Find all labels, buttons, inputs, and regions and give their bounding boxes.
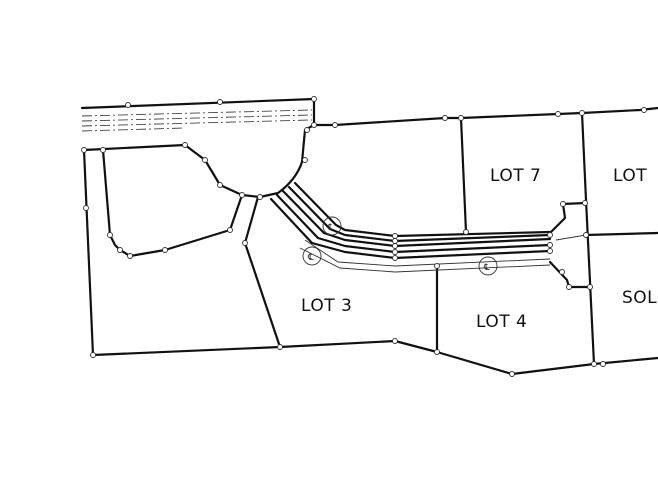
road xyxy=(269,181,587,273)
survey-points xyxy=(81,96,647,377)
lot-partial-label: LOT xyxy=(613,166,648,186)
lot-4-label: LOT 4 xyxy=(476,312,528,332)
centerline-marker-icon xyxy=(478,256,498,276)
centerline-label: ℄ xyxy=(307,253,314,263)
easement-lines xyxy=(81,109,313,132)
centerline-marker-icon xyxy=(322,216,342,236)
centerline-label: ℄ xyxy=(327,223,334,233)
centerline-label: ℄ xyxy=(483,263,490,273)
lot-3-label: LOT 3 xyxy=(301,296,353,316)
lot-7-label: LOT 7 xyxy=(490,166,542,186)
centerline-marker-icon xyxy=(302,246,322,266)
lot-boundaries xyxy=(80,97,658,376)
sold-label: SOL xyxy=(622,288,658,308)
centerline-markers: ℄ ℄ ℄ xyxy=(302,216,498,276)
